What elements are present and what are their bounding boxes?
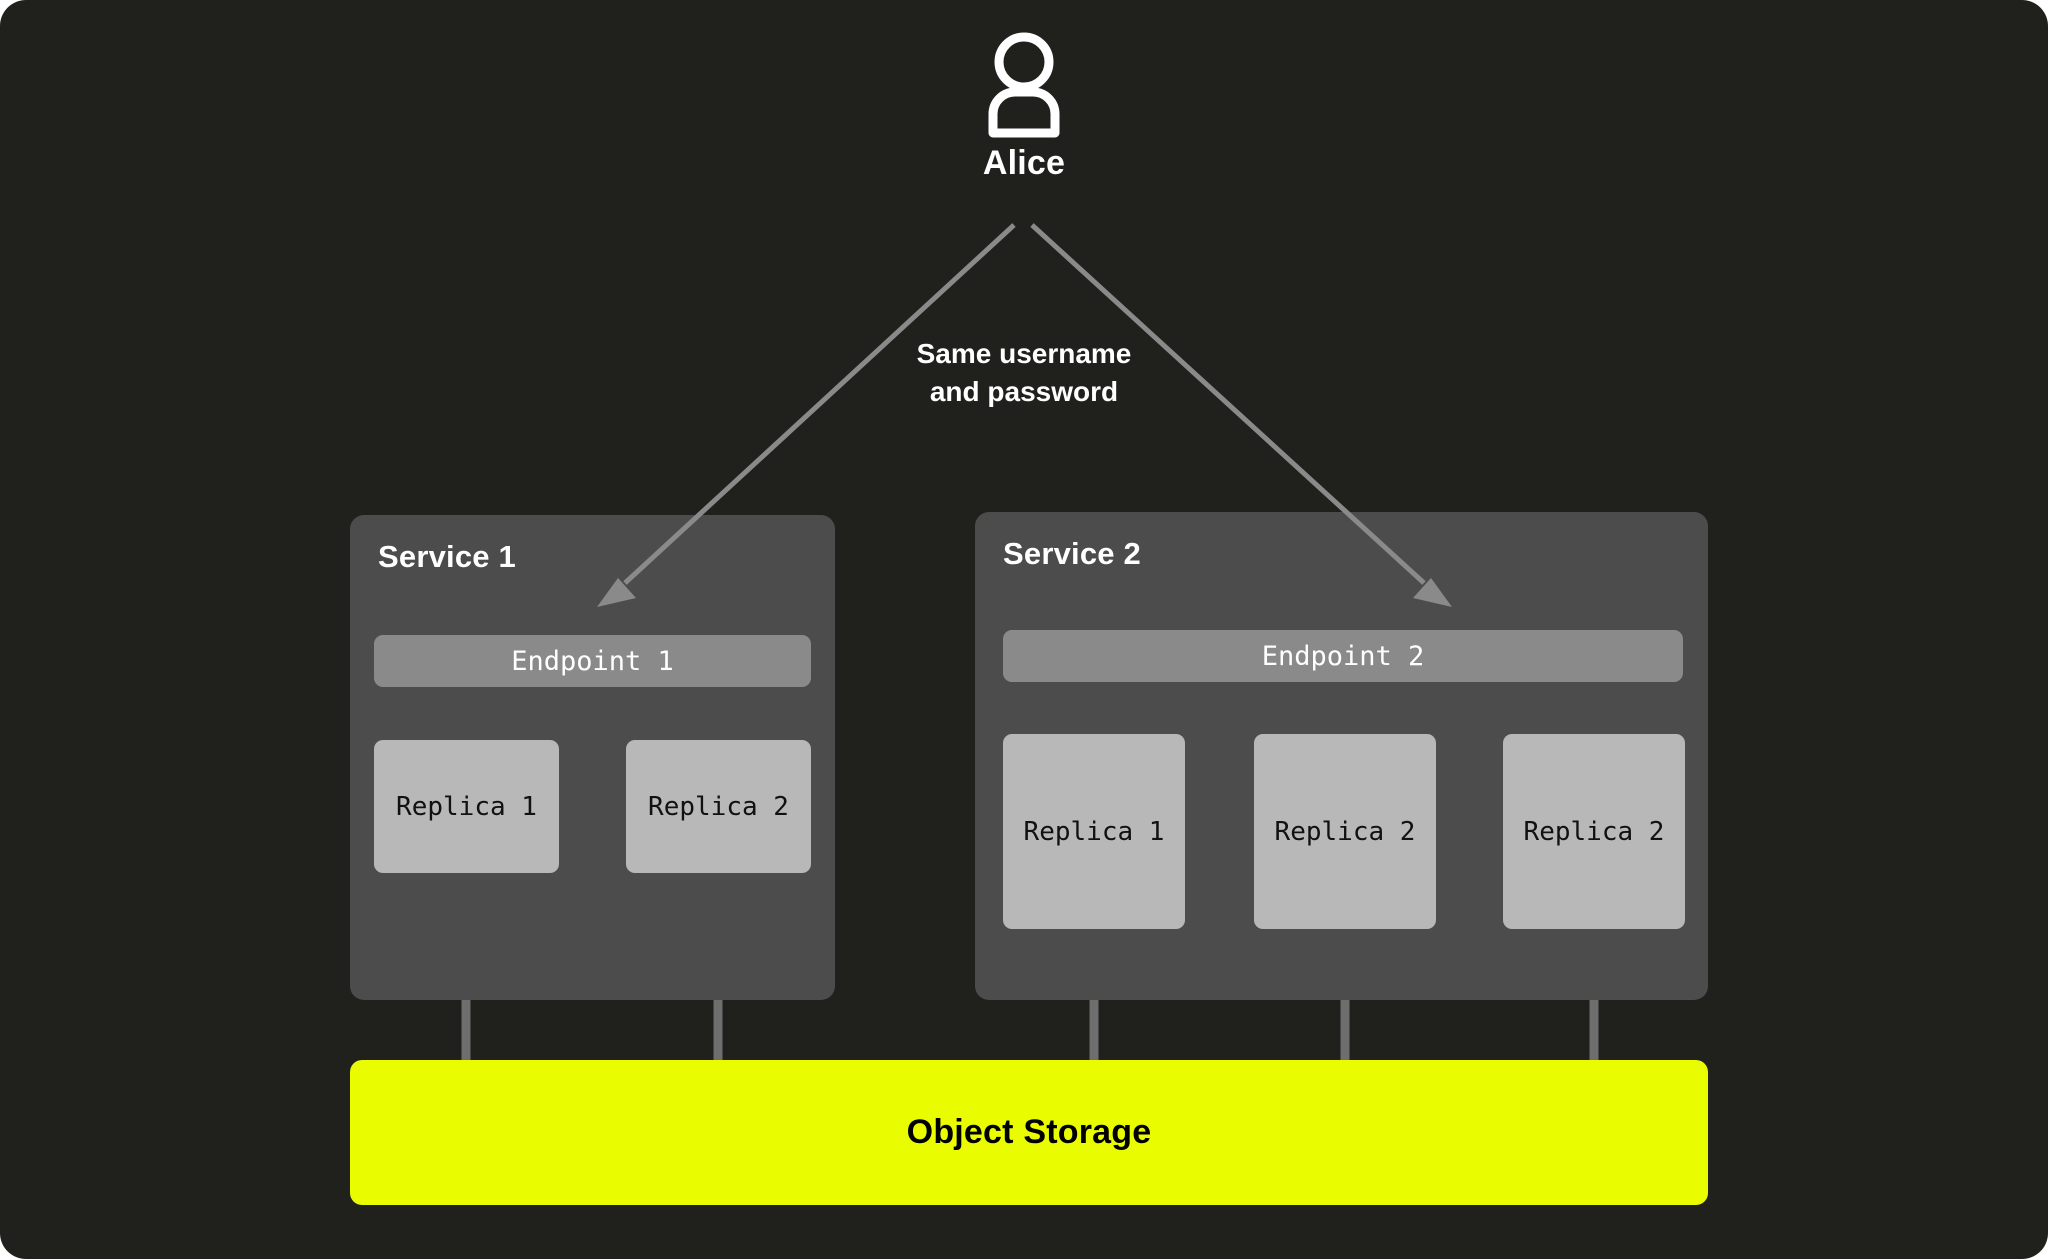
service-1-title: Service 1 bbox=[378, 539, 516, 574]
arrow-alice-to-endpoint-1 bbox=[597, 223, 1016, 607]
actor-label: Alice bbox=[982, 144, 1066, 182]
endpoint-1[interactable]: Endpoint 1 bbox=[374, 635, 811, 687]
actor-alice: Alice bbox=[0, 30, 2048, 183]
edge-annotation-line2: and password bbox=[929, 375, 1119, 407]
arrow-alice-to-endpoint-2 bbox=[1030, 223, 1452, 607]
service-2-replica-3[interactable]: Replica 2 bbox=[1503, 734, 1685, 929]
service-panel-1: Service 1 Endpoint 1 Replica 1 Replica 2 bbox=[350, 515, 835, 1000]
service-2-replica-1[interactable]: Replica 1 bbox=[1003, 734, 1185, 929]
service-1-replica-1[interactable]: Replica 1 bbox=[374, 740, 559, 873]
edge-annotation-line1: Same username bbox=[916, 338, 1132, 369]
user-icon bbox=[988, 32, 1060, 138]
endpoint-2[interactable]: Endpoint 2 bbox=[1003, 630, 1683, 682]
edge-annotation: Same username and password bbox=[724, 335, 1324, 411]
service-2-replica-2[interactable]: Replica 2 bbox=[1254, 734, 1436, 929]
service-1-replica-2[interactable]: Replica 2 bbox=[626, 740, 811, 873]
service-panel-2: Service 2 Endpoint 2 Replica 1 Replica 2… bbox=[975, 512, 1708, 1000]
service-2-title: Service 2 bbox=[1003, 536, 1141, 571]
object-storage-bar[interactable]: Object Storage bbox=[350, 1060, 1708, 1205]
object-storage-label: Object Storage bbox=[906, 1113, 1152, 1151]
